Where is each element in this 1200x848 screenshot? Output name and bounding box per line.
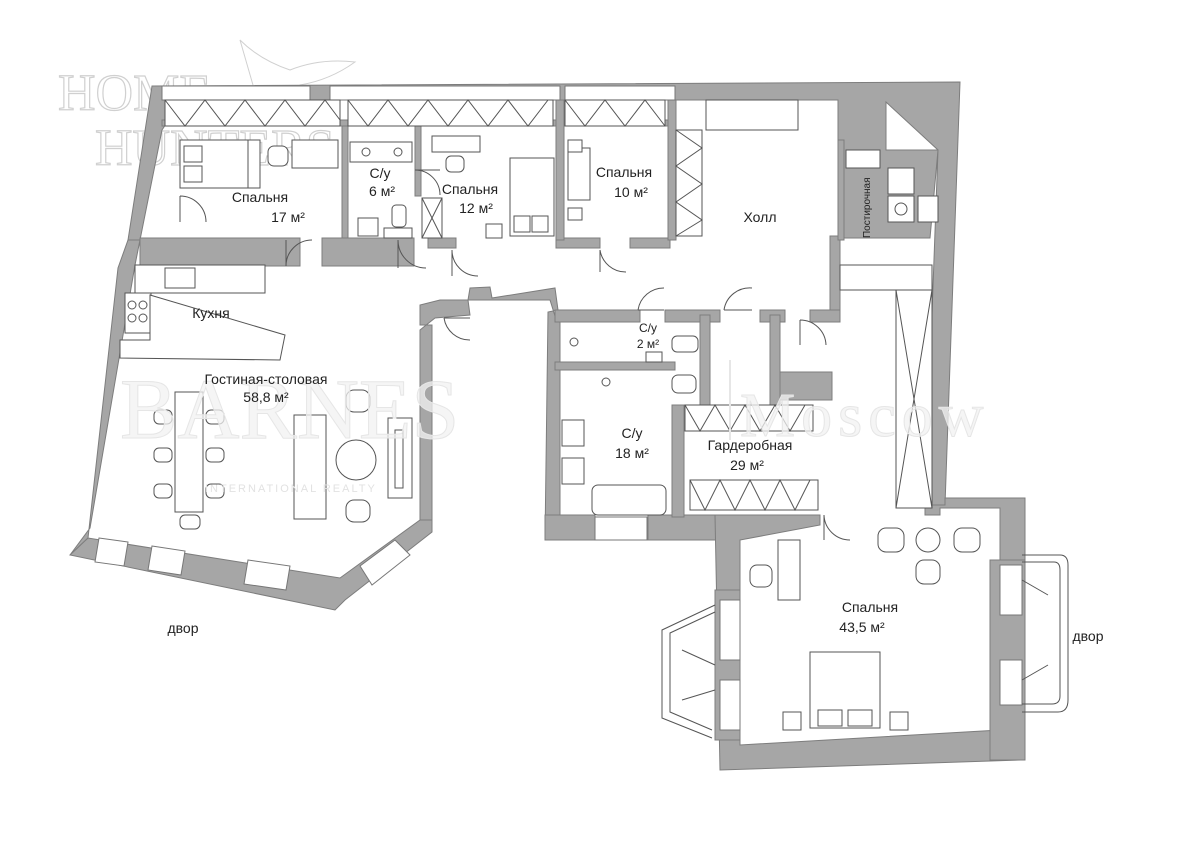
yard-label-left: двор (167, 620, 198, 636)
coffee-table-icon (335, 439, 377, 481)
kitchen-counter (134, 264, 266, 294)
room-label-hall: Холл (744, 209, 777, 225)
room-label-bedroom-12-name: Спальня (442, 181, 498, 197)
room-label-living-name: Гостиная-столовая (205, 371, 328, 387)
watermark-barnes: BARNES (120, 361, 459, 457)
room-label-bedroom-43-area: 43,5 м² (839, 619, 885, 635)
room-label-bedroom-17-area: 17 м² (271, 209, 305, 225)
balconies (661, 554, 1069, 739)
room-label-bedroom-10-area: 10 м² (614, 184, 648, 200)
room-label-bath-2-area: 2 м² (637, 337, 659, 351)
room-label-bath-2-name: С/у (639, 321, 657, 335)
furniture (119, 99, 981, 731)
sofa-icon (705, 99, 799, 131)
toilet-icon (391, 204, 407, 228)
sink-icon (349, 141, 413, 163)
room-label-wardrobe-name: Гардеробная (708, 437, 793, 453)
room-label-bath-6-area: 6 м² (369, 183, 395, 199)
room-label-laundry: Постирочная (862, 177, 873, 238)
watermark-moscow: Moscow (740, 382, 990, 450)
toilet-icon (671, 335, 699, 353)
room-labels: Спальня 17 м² С/у 6 м² Спальня 12 м² Спа… (167, 164, 1103, 644)
room-label-bedroom-17-name: Спальня (232, 189, 288, 205)
room-label-bath-18-name: С/у (622, 425, 643, 441)
dining-table-icon (174, 391, 204, 513)
bathtub-icon (591, 484, 667, 516)
room-label-bath-6-name: С/у (370, 165, 391, 181)
bed-icon (567, 147, 591, 201)
room-label-bath-18-area: 18 м² (615, 445, 649, 461)
yard-label-right: двор (1072, 628, 1103, 644)
room-label-living-area: 58,8 м² (243, 389, 289, 405)
room-label-wardrobe-area: 29 м² (730, 457, 764, 473)
kitchen-island (119, 294, 286, 361)
watermark-sub: INTERNATIONAL REALTY (205, 483, 377, 495)
wardrobe-units (164, 99, 933, 512)
sofa-icon (293, 414, 327, 520)
room-label-kitchen: Кухня (192, 305, 229, 321)
barnes-watermark: BARNES Moscow INTERNATIONAL REALTY (120, 360, 990, 495)
room-label-bedroom-10-name: Спальня (596, 164, 652, 180)
room-label-bedroom-12-area: 12 м² (459, 200, 493, 216)
doors (179, 169, 1049, 701)
room-label-bedroom-43-name: Спальня (842, 599, 898, 615)
